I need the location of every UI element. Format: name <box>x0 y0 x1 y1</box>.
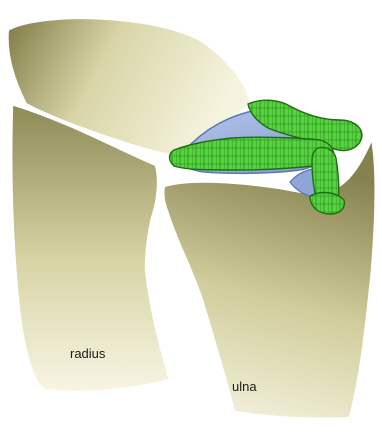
radius-label: radius <box>70 346 106 361</box>
ulna-bone <box>163 138 376 419</box>
ulna-label: ulna <box>232 379 257 394</box>
